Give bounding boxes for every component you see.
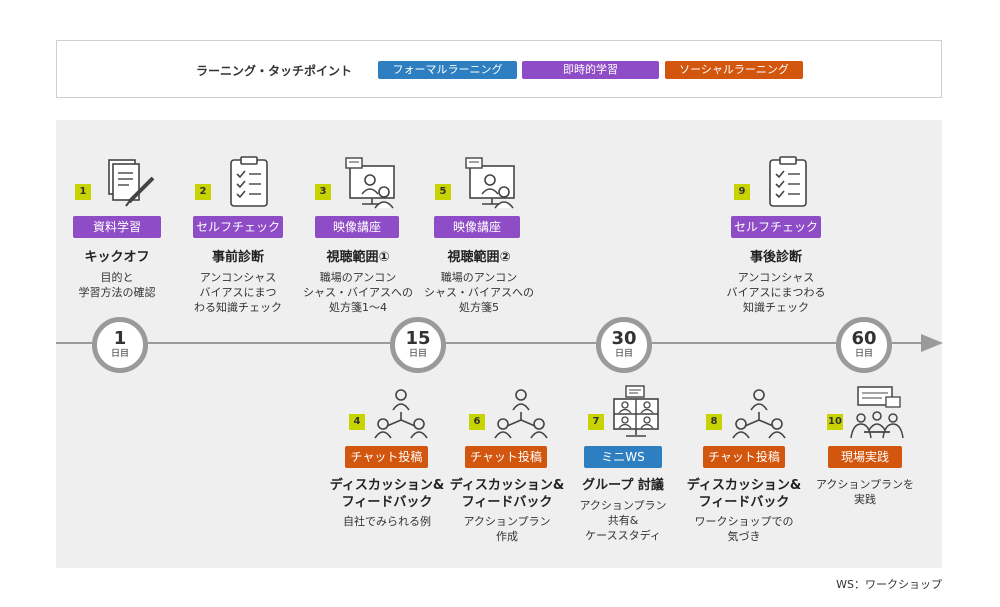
step-tag-9: セルフチェック [731, 216, 821, 238]
day-unit: 日目 [854, 349, 873, 359]
document-pen-icon [108, 159, 155, 207]
day-marker-1: 1 日目 [92, 317, 148, 373]
step-tag-1: 資料学習 [73, 216, 161, 238]
step-tag-10: 現場実践 [828, 446, 902, 468]
day-unit: 日目 [110, 349, 129, 359]
legend-social-learning: ソーシャルラーニング [665, 61, 803, 79]
step-title-5: 視聴範囲② [447, 250, 511, 265]
step-tag-3: 映像講座 [315, 216, 399, 238]
day-unit: 日目 [614, 349, 633, 359]
step-number-7: 7 [588, 414, 604, 430]
group-network-icon [732, 389, 786, 439]
timeline-line [56, 342, 928, 344]
step-number-9: 9 [734, 184, 750, 200]
video-meeting-icon [613, 385, 659, 437]
checklist-icon [230, 156, 268, 207]
day-marker-60: 60 日目 [836, 317, 892, 373]
video-lecture-icon [465, 157, 515, 209]
day-unit: 日目 [408, 349, 427, 359]
step-number-6: 6 [469, 414, 485, 430]
day-number: 15 [405, 328, 431, 349]
step-number-5: 5 [435, 184, 451, 200]
step-title-9: 事後診断 [749, 250, 802, 265]
day-number: 60 [851, 328, 877, 349]
day-number: 30 [611, 328, 637, 349]
step-tag-2: セルフチェック [193, 216, 283, 238]
step-tag-8: チャット投稿 [703, 446, 785, 468]
step-title-1: キックオフ [84, 250, 150, 265]
legend-title: ラーニング・タッチポイント [196, 64, 353, 78]
group-network-icon [374, 389, 428, 439]
step-desc-1: 目的と 学習方法の確認 [78, 271, 156, 299]
step-title-6: ディスカッション& フィードバック [449, 478, 565, 510]
step-number-8: 8 [706, 414, 722, 430]
step-number-3: 3 [315, 184, 331, 200]
step-desc-4: 自社でみられる例 [343, 515, 431, 528]
step-desc-2: アンコンシャス バイアスにまつ わる知識チェック [194, 271, 282, 314]
team-meeting-icon [850, 386, 904, 439]
day-number: 1 [113, 328, 127, 349]
group-network-icon [494, 389, 548, 439]
footnote: WS：ワークショップ [836, 578, 942, 591]
step-number-1: 1 [75, 184, 91, 200]
legend-formal-learning: フォーマルラーニング [378, 61, 517, 79]
step-title-2: 事前診断 [211, 250, 264, 265]
step-desc-9: アンコンシャス バイアスにまつわる 知識チェック [726, 271, 826, 314]
step-title-8: ディスカッション& フィードバック [686, 478, 802, 510]
step-number-2: 2 [195, 184, 211, 200]
step-desc-8: ワークショップでの 気づき [694, 515, 794, 543]
step-tag-4: チャット投稿 [345, 446, 428, 468]
step-desc-5: 職場のアンコン シャス・バイアスへの 処方箋5 [424, 271, 534, 314]
timeline-arrow-icon [921, 334, 943, 352]
step-desc-3: 職場のアンコン シャス・バイアスへの 処方箋1〜4 [303, 271, 413, 314]
step-title-4: ディスカッション& フィードバック [329, 478, 445, 510]
day-marker-15: 15 日目 [390, 317, 446, 373]
step-number-4: 4 [349, 414, 365, 430]
step-desc-10: アクションプランを 実践 [815, 478, 915, 506]
step-tag-5: 映像講座 [434, 216, 520, 238]
step-title-3: 視聴範囲① [326, 250, 390, 265]
video-lecture-icon [345, 157, 395, 209]
step-number-10: 10 [827, 414, 843, 430]
step-tag-7: ミニWS [584, 446, 662, 468]
step-tag-6: チャット投稿 [465, 446, 547, 468]
legend-instant-learning: 即時的学習 [522, 61, 659, 79]
day-marker-30: 30 日目 [596, 317, 652, 373]
checklist-icon [769, 156, 807, 207]
step-desc-6: アクションプラン 作成 [463, 515, 551, 543]
step-title-7: グループ 討議 [582, 478, 664, 493]
step-desc-7: アクションプラン 共有& ケーススタディ [579, 499, 667, 542]
